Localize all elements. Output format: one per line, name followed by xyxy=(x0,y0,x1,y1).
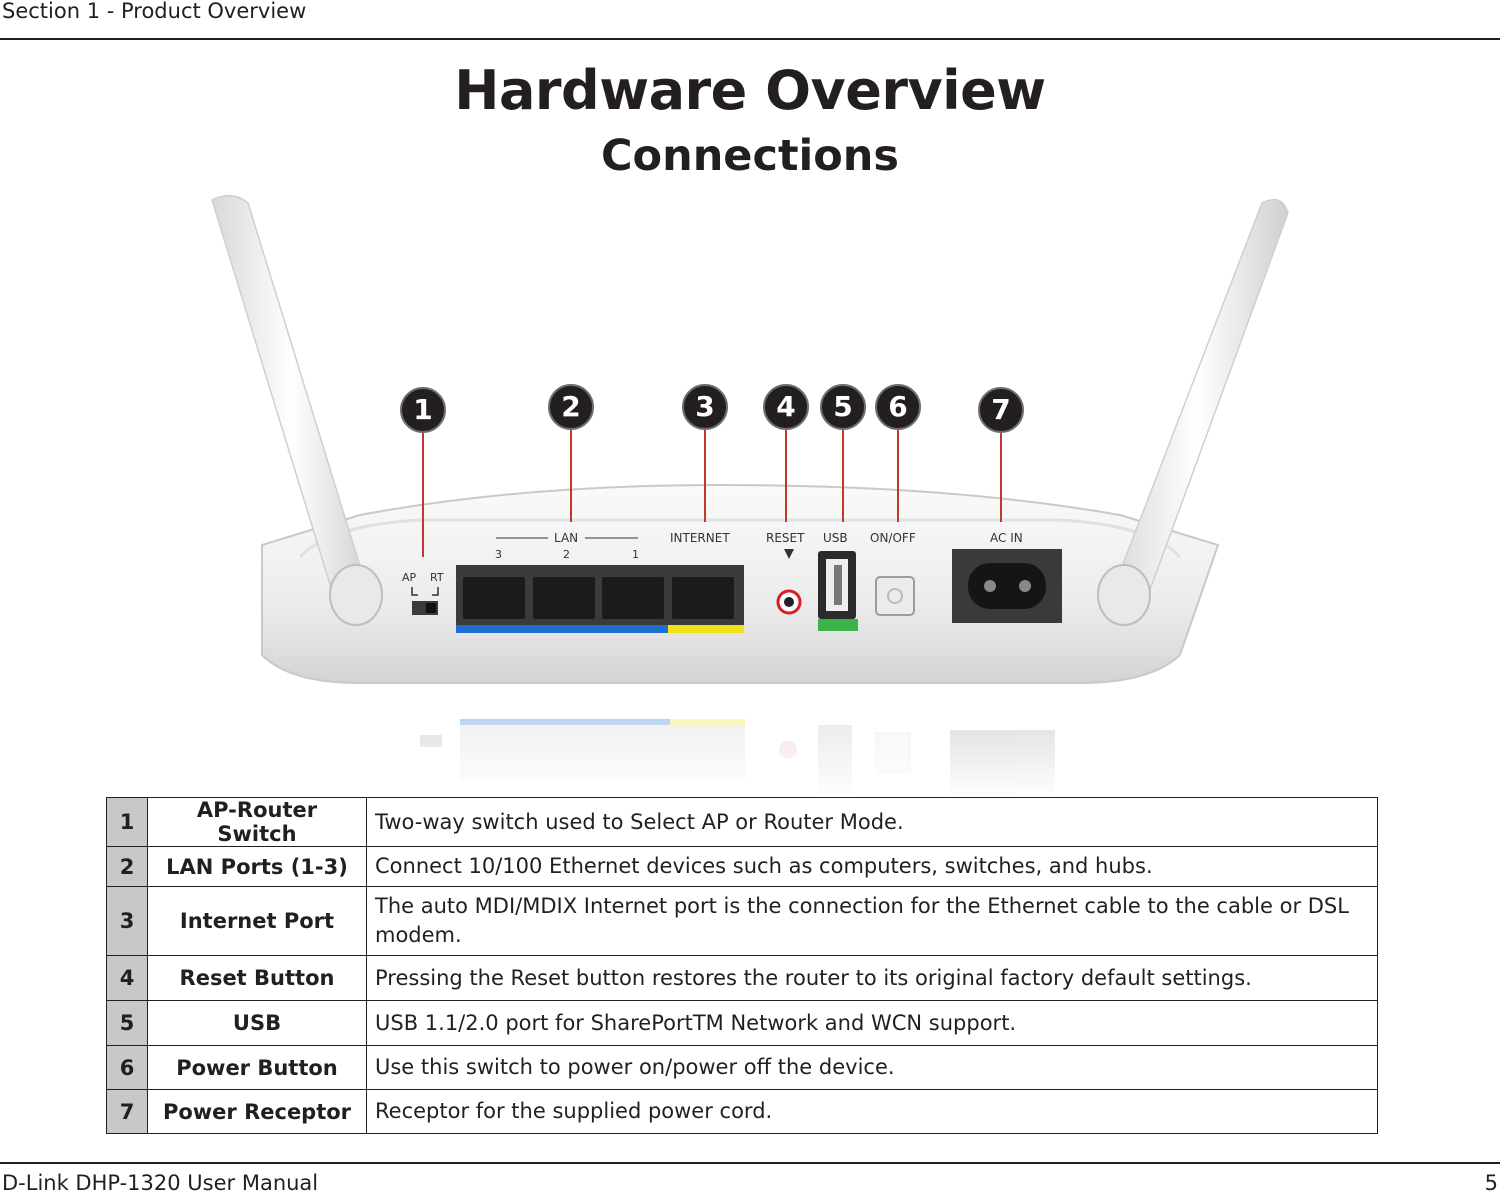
usb-port: USB xyxy=(818,531,858,631)
page-title: Hardware Overview xyxy=(454,59,1046,122)
table-row: 3 Internet Port The auto MDI/MDIX Intern… xyxy=(106,886,1378,956)
lan-label: LAN xyxy=(554,531,578,545)
row-name: LAN Ports (1-3) xyxy=(147,846,367,887)
table-row: 1 AP-Router Switch Two-way switch used t… xyxy=(106,797,1378,847)
ac-in-label: AC IN xyxy=(990,531,1023,545)
on-off-label: ON/OFF xyxy=(870,531,916,545)
table-row: 7 Power Receptor Receptor for the suppli… xyxy=(106,1089,1378,1134)
row-description: Two-way switch used to Select AP or Rout… xyxy=(366,797,1378,847)
section-title: Section 1 - Product Overview xyxy=(2,0,307,23)
row-number: 7 xyxy=(106,1089,148,1134)
left-antenna xyxy=(211,194,383,626)
usb-color-strip xyxy=(818,619,858,631)
internet-color-strip xyxy=(668,625,744,633)
callout-1: 1 xyxy=(400,387,446,433)
callout-3: 3 xyxy=(682,384,728,430)
row-description: Receptor for the supplied power cord. xyxy=(366,1089,1378,1134)
svg-text:2: 2 xyxy=(563,548,570,561)
table-row: 6 Power Button Use this switch to power … xyxy=(106,1045,1378,1090)
callout-6: 6 xyxy=(875,384,921,430)
row-number: 5 xyxy=(106,1000,148,1046)
ethernet-ports xyxy=(456,565,744,633)
page-number: 5 xyxy=(1484,1171,1498,1195)
table-row: 2 LAN Ports (1-3) Connect 10/100 Etherne… xyxy=(106,846,1378,887)
manual-title: D-Link DHP-1320 User Manual xyxy=(2,1171,319,1195)
rt-label: RT xyxy=(430,571,444,584)
lan-color-strip xyxy=(456,625,668,633)
connections-table: 1 AP-Router Switch Two-way switch used t… xyxy=(106,797,1378,1134)
row-number: 1 xyxy=(106,797,148,847)
row-name: Power Button xyxy=(147,1045,367,1090)
ac-in-receptor: AC IN xyxy=(952,531,1062,623)
table-row: 5 USB USB 1.1/2.0 port for SharePortTM N… xyxy=(106,1000,1378,1046)
svg-text:3: 3 xyxy=(495,548,502,561)
router-illustration: AP RT LAN 3 2 1 INTERNET R xyxy=(211,194,1289,800)
row-name: Internet Port xyxy=(147,886,367,956)
table-row: 4 Reset Button Pressing the Reset button… xyxy=(106,955,1378,1001)
row-name: Reset Button xyxy=(147,955,367,1001)
right-antenna xyxy=(1097,198,1289,626)
callout-2: 2 xyxy=(548,384,594,430)
reset-hole: RESET xyxy=(766,531,805,615)
callout-4: 4 xyxy=(763,384,809,430)
row-description: USB 1.1/2.0 port for SharePortTM Network… xyxy=(366,1000,1378,1046)
callout-5: 5 xyxy=(820,384,866,430)
power-button: ON/OFF xyxy=(870,531,916,616)
callout-leader-lines xyxy=(422,430,1002,557)
reset-label: RESET xyxy=(766,531,805,545)
row-name: Power Receptor xyxy=(147,1089,367,1134)
section-header: Section 1 - Product Overview xyxy=(0,0,1500,40)
row-description: The auto MDI/MDIX Internet port is the c… xyxy=(366,886,1378,956)
row-number: 4 xyxy=(106,955,148,1001)
row-description: Pressing the Reset button restores the r… xyxy=(366,955,1378,1001)
lan-labels: LAN 3 2 1 INTERNET xyxy=(495,531,730,561)
ap-rt-switch: AP RT xyxy=(402,571,444,615)
ap-label: AP xyxy=(402,571,417,584)
page-subtitle: Connections xyxy=(600,131,900,181)
svg-text:1: 1 xyxy=(632,548,639,561)
row-number: 3 xyxy=(106,886,148,956)
row-description: Use this switch to power on/power off th… xyxy=(366,1045,1378,1090)
row-name: USB xyxy=(147,1000,367,1046)
page-footer: D-Link DHP-1320 User Manual 5 xyxy=(0,1162,1500,1195)
internet-label: INTERNET xyxy=(670,531,730,545)
row-number: 6 xyxy=(106,1045,148,1090)
row-description: Connect 10/100 Ethernet devices such as … xyxy=(366,846,1378,887)
row-number: 2 xyxy=(106,846,148,887)
callout-7: 7 xyxy=(978,387,1024,433)
usb-label: USB xyxy=(823,531,848,545)
router-back-panel-figure: AP RT LAN 3 2 1 INTERNET R xyxy=(0,185,1500,800)
row-name: AP-Router Switch xyxy=(147,797,367,847)
